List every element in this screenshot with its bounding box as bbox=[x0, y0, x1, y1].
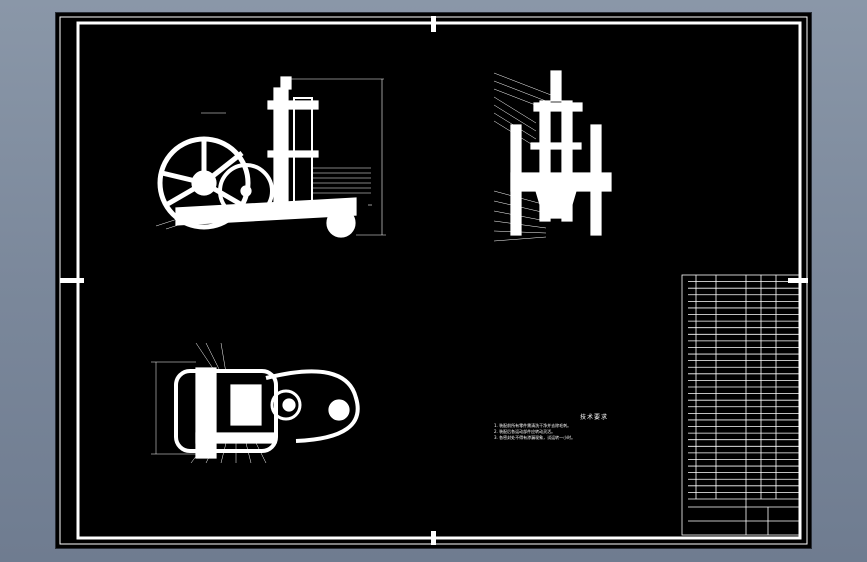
tech-requirements-title: 技术要求 bbox=[579, 414, 608, 421]
tech-requirement-item: 2. 装配后各运动部件应转动灵活。 bbox=[494, 429, 556, 434]
tech-requirement-item: 3. 各密封处不得有渗漏现象，试运转一小时。 bbox=[494, 435, 576, 440]
centering-marks bbox=[60, 16, 808, 545]
inner-frame bbox=[76, 21, 802, 540]
tech-requirement-item: 1. 装配前所有零件需清洗干净并去除毛刺。 bbox=[494, 423, 572, 428]
side-view bbox=[493, 70, 612, 242]
technical-requirements: 技术要求 1. 装配前所有零件需清洗干净并去除毛刺。 2. 装配后各运动部件应转… bbox=[494, 415, 694, 441]
front-view bbox=[155, 76, 386, 238]
cad-viewport[interactable]: 技术要求 1. 装配前所有零件需清洗干净并去除毛刺。 2. 装配后各运动部件应转… bbox=[56, 13, 811, 548]
top-view bbox=[151, 342, 360, 464]
drawing-sheet bbox=[59, 16, 808, 545]
outer-frame bbox=[59, 16, 808, 545]
title-block bbox=[681, 274, 801, 536]
